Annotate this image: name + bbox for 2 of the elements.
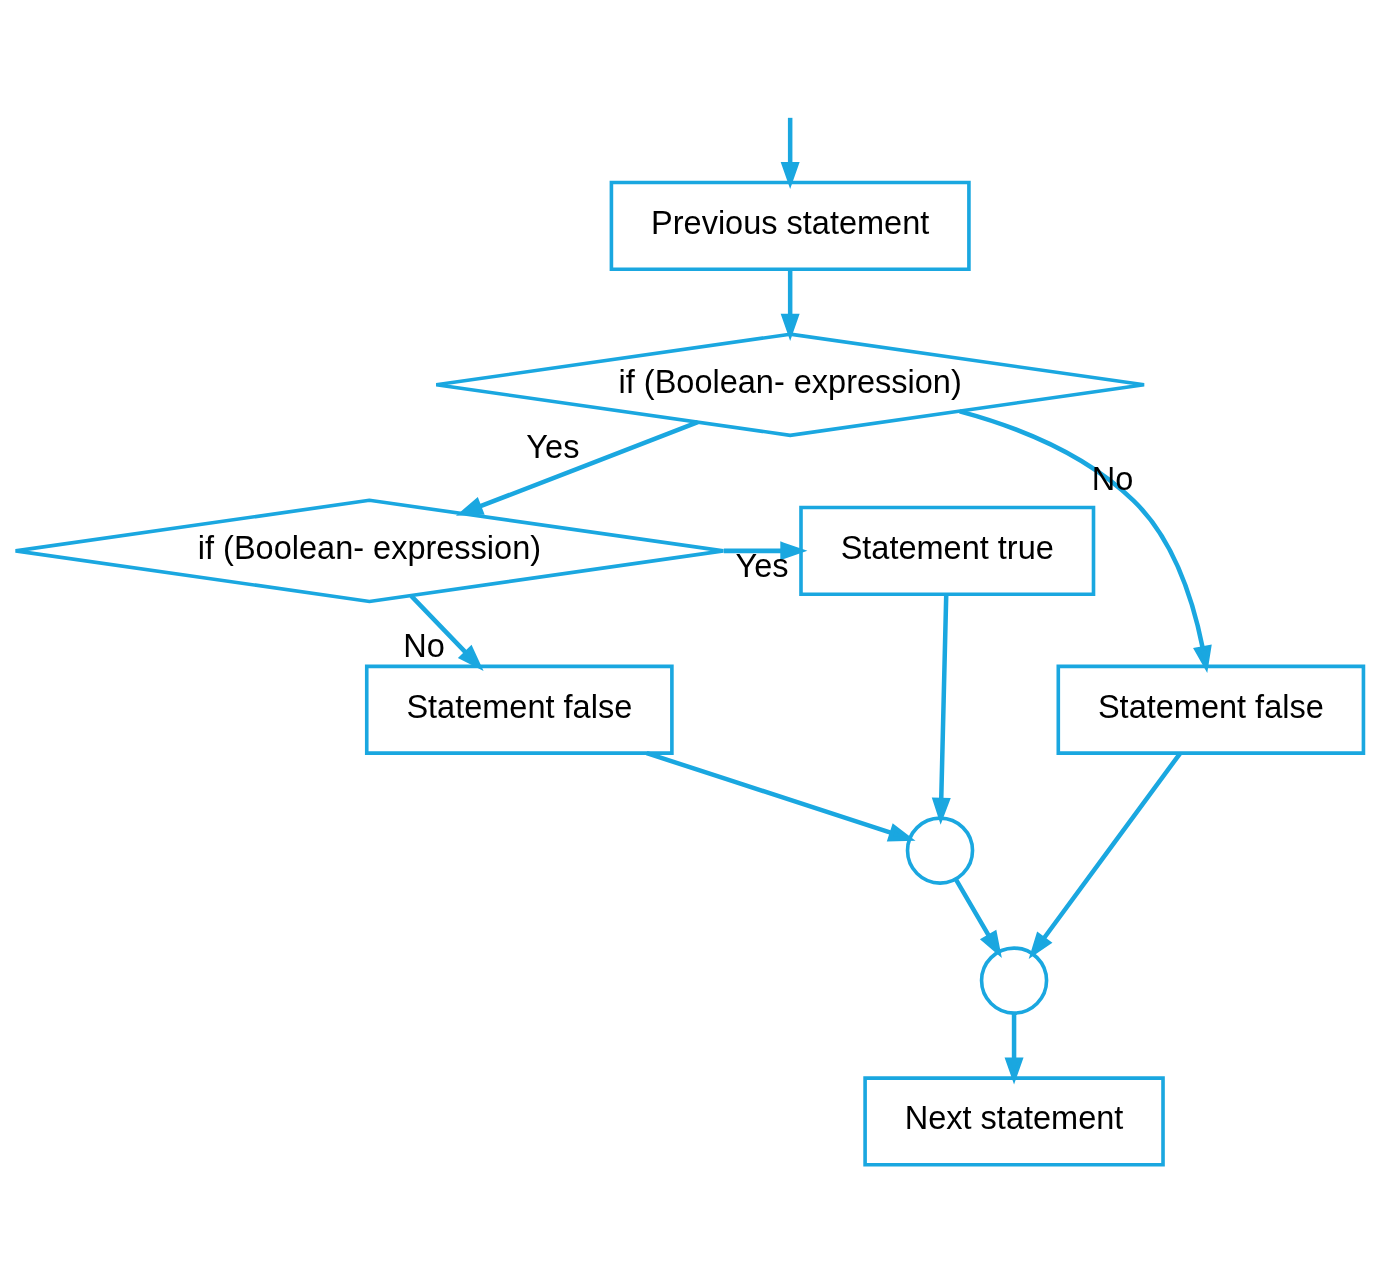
edge-label: No: [403, 627, 445, 664]
edge-label: Yes: [735, 547, 789, 584]
